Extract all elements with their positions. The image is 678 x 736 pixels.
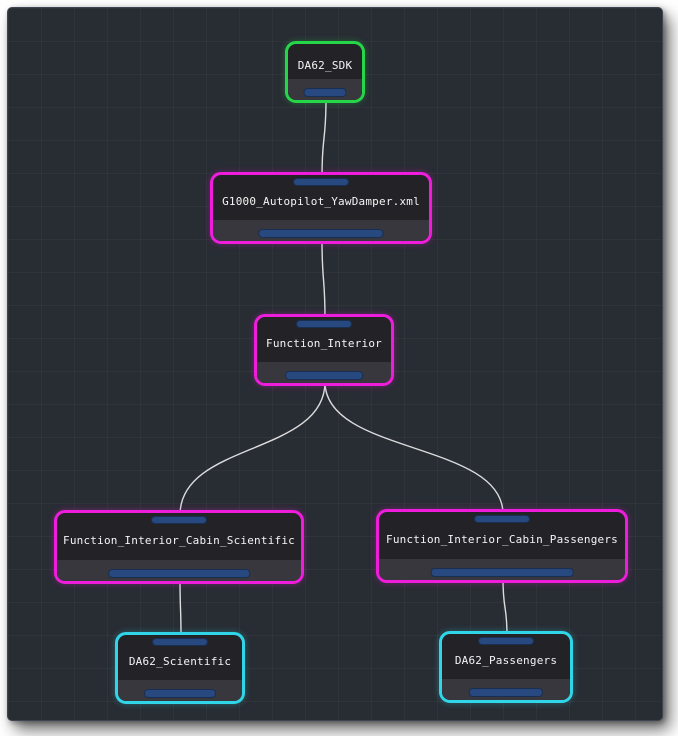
edge-connector[interactable]	[502, 578, 508, 637]
node-footer	[257, 362, 391, 383]
output-port[interactable]	[430, 568, 574, 577]
input-port[interactable]	[152, 638, 208, 646]
input-port[interactable]	[474, 515, 530, 523]
edge-layer	[179, 98, 508, 638]
input-port[interactable]	[478, 637, 534, 645]
node-footer	[118, 680, 242, 701]
node-footer	[379, 559, 625, 580]
output-port[interactable]	[285, 371, 363, 380]
node-footer	[57, 560, 301, 581]
output-port[interactable]	[468, 688, 544, 697]
node-function-interior-cabin-passengers[interactable]: Function_Interior_Cabin_Passengers	[376, 509, 628, 583]
output-port[interactable]	[108, 569, 250, 578]
node-title: DA62_Passengers	[454, 654, 558, 667]
node-title: DA62_Scientific	[128, 655, 232, 668]
edge-connector[interactable]	[321, 239, 326, 320]
input-port[interactable]	[296, 320, 352, 328]
node-footer	[213, 220, 429, 241]
node-da62-sdk[interactable]: DA62_SDK	[285, 41, 365, 103]
node-title: Function_Interior_Cabin_Passengers	[386, 533, 618, 546]
node-function-interior[interactable]: Function_Interior	[254, 314, 394, 386]
input-port[interactable]	[151, 516, 207, 524]
output-port[interactable]	[144, 689, 216, 698]
input-port[interactable]	[293, 178, 349, 186]
node-function-interior-cabin-scientific[interactable]: Function_Interior_Cabin_Scientific	[54, 510, 304, 584]
graph-canvas[interactable]: DA62_SDK G1000_Autopilot_YawDamper.xml F…	[7, 7, 663, 721]
edge-connector[interactable]	[321, 98, 327, 178]
node-footer	[442, 679, 570, 700]
node-title: DA62_SDK	[297, 59, 353, 72]
output-port[interactable]	[258, 229, 384, 238]
edge-connector[interactable]	[179, 381, 326, 516]
edge-connector[interactable]	[324, 381, 504, 515]
edge-connector[interactable]	[179, 579, 182, 638]
node-footer	[288, 79, 362, 100]
node-da62-scientific[interactable]: DA62_Scientific	[115, 632, 245, 704]
node-title: Function_Interior_Cabin_Scientific	[63, 534, 295, 547]
node-title: Function_Interior	[266, 337, 382, 350]
node-g1000-autopilot-yawdamper[interactable]: G1000_Autopilot_YawDamper.xml	[210, 172, 432, 244]
output-port[interactable]	[303, 88, 347, 97]
node-title: G1000_Autopilot_YawDamper.xml	[222, 195, 420, 208]
node-da62-passengers[interactable]: DA62_Passengers	[439, 631, 573, 703]
